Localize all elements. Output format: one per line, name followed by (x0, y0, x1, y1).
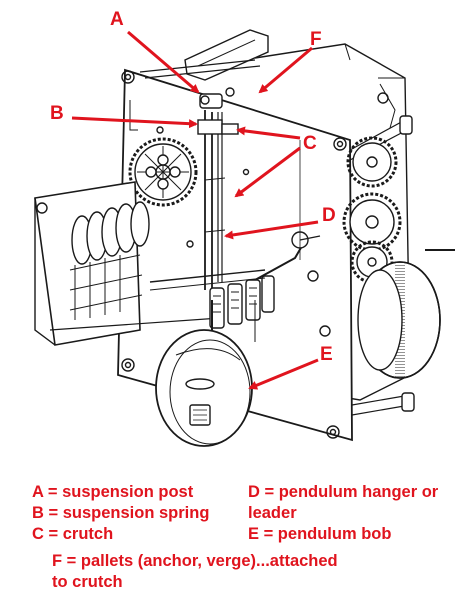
rivet (121, 70, 135, 84)
arrow-f (258, 46, 313, 94)
pendulum-suspension (197, 87, 239, 290)
legend-entry-b: B = suspension spring (32, 504, 210, 522)
legend-left-column: A = suspension post B = suspension sprin… (32, 482, 242, 545)
legend-entry-d-cont: leader (248, 504, 297, 522)
rivet (121, 358, 135, 372)
movement-illustration (34, 29, 455, 447)
arrow-a (127, 30, 200, 94)
legend-entry-f-cont: to crutch (52, 573, 123, 591)
callout-label-e: E (320, 344, 333, 365)
callout-arrows (71, 30, 319, 390)
arrow-d (224, 220, 319, 240)
pillar (351, 394, 411, 416)
arrow-e (248, 358, 319, 390)
hammer-springs (149, 269, 275, 329)
callout-label-c: C (303, 133, 317, 154)
callout-label-f: F (310, 29, 322, 50)
legend-bottom: F = pallets (anchor, verge)...attached t… (52, 551, 382, 593)
rivet (307, 270, 319, 282)
rivet (326, 425, 340, 439)
legend-entry-d: D = pendulum hanger or (248, 483, 439, 501)
chime-hammer-assembly (34, 181, 221, 346)
pendulum-bob (155, 329, 253, 447)
rivet (333, 137, 347, 151)
gear-wheel (346, 136, 398, 188)
pillar (139, 59, 261, 79)
legend-right-column: D = pendulum hanger or leader E = pendul… (248, 482, 474, 545)
arrow-c2 (234, 146, 301, 198)
callout-label-b: B (50, 103, 64, 124)
rivet (319, 325, 331, 337)
legend-entry-e: E = pendulum bob (248, 525, 392, 543)
legend-entry-c: C = crutch (32, 525, 114, 543)
legend-entry-f: F = pallets (anchor, verge)...attached (52, 552, 338, 570)
mainspring-barrel (357, 249, 455, 379)
callout-label-a: A (110, 9, 124, 30)
callout-label-d: D (322, 205, 336, 226)
gear-wheel (128, 137, 198, 207)
legend-entry-a: A = suspension post (32, 483, 194, 501)
arrow-b (71, 116, 198, 129)
gear-wheel (342, 192, 402, 252)
arrow-c1 (236, 126, 301, 140)
